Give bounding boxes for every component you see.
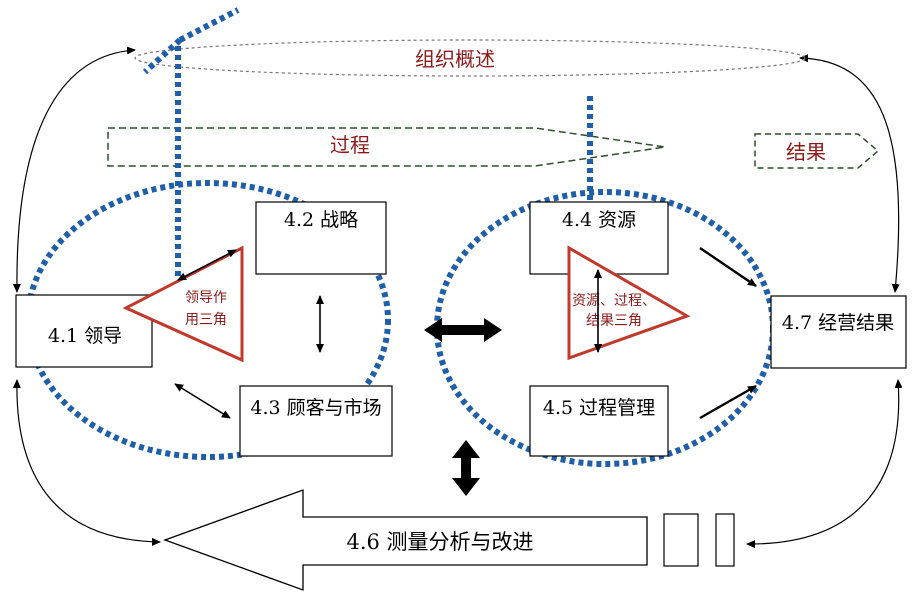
measurement-tail-block-2 xyxy=(715,513,735,567)
resource-triangle-line1: 资源、过程、 xyxy=(572,293,656,309)
process-arrow xyxy=(107,127,666,167)
process-label: 过程 xyxy=(330,133,370,157)
process-mgmt-box xyxy=(529,385,669,457)
thick-vertical-double-arrow xyxy=(452,440,480,496)
outer-loop-bottom-right xyxy=(746,379,903,549)
result-label: 结果 xyxy=(786,140,826,164)
leadership-dotted-diagonal-right xyxy=(178,7,240,43)
result-arrow xyxy=(754,133,880,169)
process-mgmt-label: 4.5 过程管理 xyxy=(543,397,655,419)
leadership-dotted-diagonal-left xyxy=(142,37,183,75)
resources-box xyxy=(529,201,669,275)
measurement-tail-block-1 xyxy=(663,513,699,567)
measurement-arrow xyxy=(163,489,648,591)
business-results-box xyxy=(770,295,907,369)
arrow-process-results xyxy=(699,384,757,420)
arrow-leadership-customer xyxy=(174,383,231,419)
leadership-dotted-circle xyxy=(25,180,391,460)
strategy-label: 4.2 战略 xyxy=(284,209,358,231)
measurement-label: 4.6 测量分析与改进 xyxy=(346,530,533,554)
org-overview-label: 组织概述 xyxy=(415,47,495,71)
customer-market-label: 4.3 顾客与市场 xyxy=(250,397,381,419)
resources-label: 4.4 资源 xyxy=(562,209,636,231)
thick-horizontal-double-arrow xyxy=(424,318,502,342)
arrow-resources-results xyxy=(699,247,757,287)
business-results-label: 4.7 经营结果 xyxy=(782,312,894,334)
leadership-triangle-line1: 领导作 xyxy=(185,290,227,306)
strategy-box xyxy=(255,201,387,275)
leadership-label: 4.1 领导 xyxy=(48,325,122,347)
customer-market-box xyxy=(239,385,393,457)
resource-triangle-line2: 结果三角 xyxy=(586,313,642,329)
org-overview-ellipse xyxy=(134,39,806,77)
outer-loop-top-right xyxy=(799,54,900,293)
leadership-triangle-line2: 用三角 xyxy=(185,312,227,328)
arrow-leadership-strategy xyxy=(177,249,237,281)
outer-loop-bottom-left xyxy=(12,379,161,546)
outer-loop-top-left xyxy=(12,46,136,293)
